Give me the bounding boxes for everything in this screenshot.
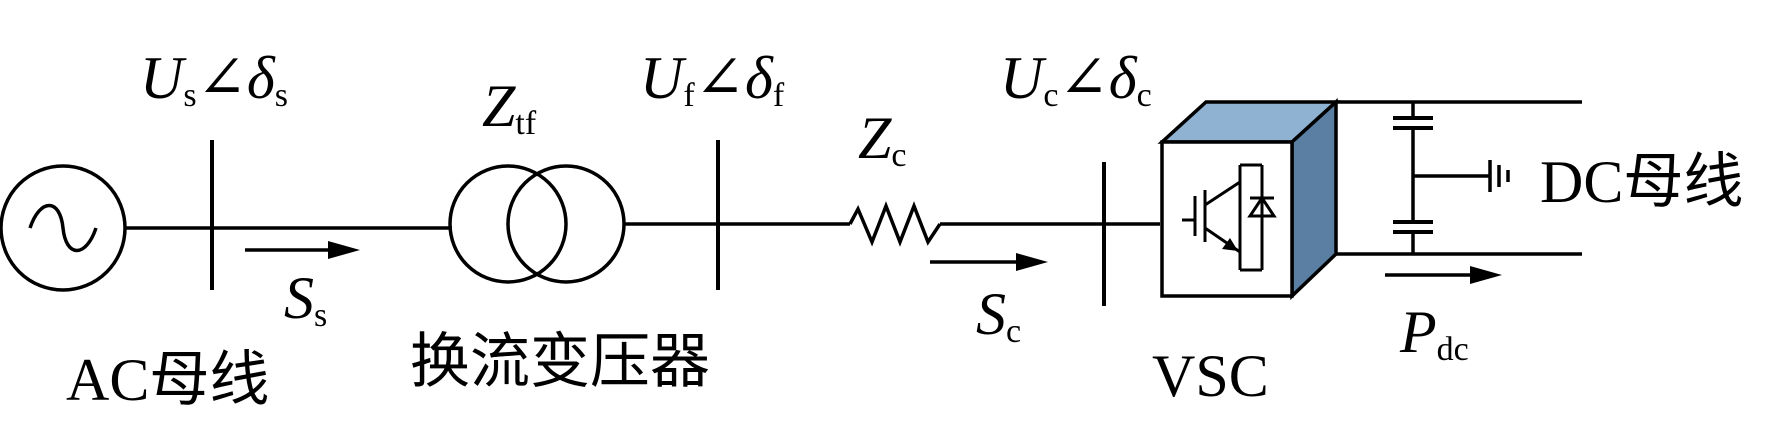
- transformer-symbol: [448, 164, 626, 284]
- ac-source-symbol: [0, 164, 127, 292]
- label-ss: Ss: [284, 265, 327, 334]
- igbt-diode-icon: [1182, 163, 1277, 272]
- uf-main: U: [640, 45, 687, 111]
- us-sub: s: [183, 77, 196, 114]
- arrow-pdc-head: [1470, 266, 1502, 284]
- zc-sub: c: [891, 137, 906, 174]
- uf-sub: f: [683, 77, 695, 114]
- label-transformer: 换流变压器: [410, 329, 710, 395]
- dc-main: δ: [1109, 45, 1138, 111]
- ds-main: δ: [247, 45, 276, 111]
- uc-angle-symbol: ∠: [1058, 45, 1108, 111]
- zc-main: Z: [858, 105, 892, 171]
- df-main: δ: [745, 45, 774, 111]
- label-sc: Sc: [976, 281, 1021, 350]
- ds-sub: s: [275, 77, 288, 114]
- pdc-sub: dc: [1437, 331, 1469, 368]
- label-uf-angle: Uf∠δf: [640, 45, 785, 114]
- sc-sub: c: [1006, 313, 1021, 350]
- pdc-main: P: [1399, 299, 1437, 365]
- vsc-front-face: [1160, 140, 1294, 298]
- ss-sub: s: [314, 297, 327, 334]
- ztf-sub: tf: [515, 105, 536, 142]
- sc-main: S: [976, 281, 1006, 347]
- vsc-converter-block: [1157, 98, 1341, 301]
- ss-main: S: [284, 265, 314, 331]
- us-angle-symbol: ∠: [197, 45, 247, 111]
- uc-main: U: [1000, 45, 1047, 111]
- label-pdc: Pdc: [1399, 299, 1469, 368]
- dc-side: [1336, 100, 1582, 256]
- label-ztf: Ztf: [482, 73, 537, 142]
- ground-icon: [1488, 160, 1510, 192]
- arrow-sc-head: [1016, 253, 1048, 271]
- arrow-ss-head: [328, 241, 360, 259]
- label-ac-bus: AC母线: [66, 347, 269, 413]
- label-vsc: VSC: [1152, 343, 1269, 409]
- arrow-ss: [245, 241, 360, 259]
- arrow-sc: [930, 253, 1048, 271]
- ztf-main: Z: [482, 73, 516, 139]
- label-uc-angle: Uc∠δc: [1000, 45, 1152, 114]
- label-us-angle: Us∠δs: [140, 45, 288, 114]
- df-sub: f: [773, 77, 785, 114]
- arrow-pdc: [1385, 266, 1502, 284]
- us-main: U: [140, 45, 187, 111]
- sine-wave-icon: [28, 203, 98, 253]
- dc-sub: c: [1137, 77, 1152, 114]
- uf-angle-symbol: ∠: [695, 45, 745, 111]
- label-dc-bus: DC母线: [1540, 149, 1743, 215]
- transformer-primary-winding: [448, 164, 568, 284]
- label-zc: Zc: [858, 105, 906, 174]
- uc-sub: c: [1043, 77, 1058, 114]
- resistor-zc-icon: [848, 201, 942, 247]
